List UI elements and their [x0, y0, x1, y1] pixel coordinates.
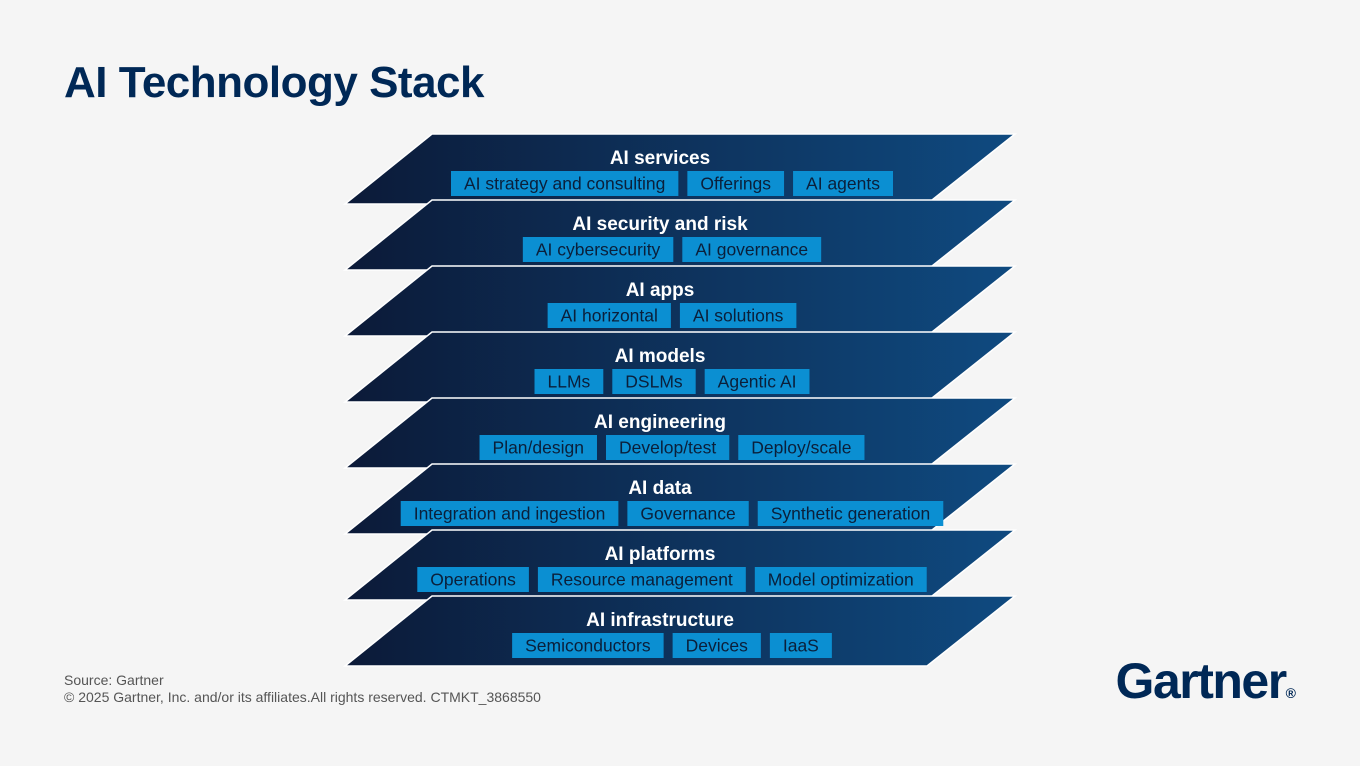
- layer-item-box: [479, 435, 597, 460]
- gartner-logo: Gartner®: [1116, 652, 1296, 710]
- layer-item: AI horizontal: [561, 306, 658, 326]
- layer-title: AI engineering: [594, 412, 726, 433]
- layer-item: AI solutions: [693, 306, 784, 326]
- layer-item: Devices: [686, 636, 748, 656]
- logo-text: Gartner: [1115, 653, 1288, 709]
- page-title: AI Technology Stack: [64, 58, 485, 107]
- layer-ai-services: AI services AI strategy and consulting Off…: [342, 133, 1018, 205]
- layer-title: AI data: [628, 478, 692, 499]
- layer-item-box: [769, 633, 832, 658]
- layer-title: AI services: [610, 148, 710, 169]
- layer-item-box: [793, 171, 894, 196]
- layer-ai-apps: AI apps AI horizontal AI solutions: [342, 265, 1018, 337]
- layer-item-box: [627, 501, 749, 526]
- layer-item-box: [537, 567, 746, 592]
- layer-item: Offerings: [700, 174, 771, 194]
- layer-title: AI models: [615, 346, 706, 367]
- layer-item-box: [534, 369, 604, 394]
- layer-item: Governance: [640, 504, 735, 524]
- footer: Source: Gartner © 2025 Gartner, Inc. and…: [64, 672, 541, 706]
- layer-item: Deploy/scale: [751, 438, 851, 458]
- layer-item: Resource management: [551, 570, 733, 590]
- layer-item: Plan/design: [493, 438, 584, 458]
- layer-item-box: [679, 303, 797, 328]
- layer-item-box: [682, 237, 822, 262]
- layer-item: Integration and ingestion: [414, 504, 606, 524]
- layer-item-box: [547, 303, 671, 328]
- layer-title: AI infrastructure: [586, 610, 734, 631]
- layer-item-box: [450, 171, 679, 196]
- layer-item-box: [522, 237, 674, 262]
- layer-title: AI apps: [626, 280, 695, 301]
- layer-item: Synthetic generation: [771, 504, 931, 524]
- layer-plate: [342, 133, 1018, 205]
- layer-item: Agentic AI: [718, 372, 797, 392]
- layer-item: DSLMs: [625, 372, 683, 392]
- layer-item-box: [738, 435, 865, 460]
- layer-item-box: [417, 567, 529, 592]
- registered-mark: ®: [1285, 685, 1296, 701]
- layer-item: AI strategy and consulting: [464, 174, 665, 194]
- layer-plate: [342, 199, 1018, 271]
- layer-ai-security-and-risk: AI security and risk AI cybersecurity AI g…: [342, 199, 1018, 271]
- layer-item-box: [754, 567, 927, 592]
- layer-item: Operations: [430, 570, 516, 590]
- layer-title: AI platforms: [605, 544, 716, 565]
- layer-item: Semiconductors: [525, 636, 651, 656]
- source-note: Source: Gartner: [64, 672, 164, 688]
- layer-item-box: [612, 369, 696, 394]
- layer-item-box: [512, 633, 664, 658]
- layer-item: AI agents: [806, 174, 880, 194]
- layer-title: AI security and risk: [572, 214, 748, 235]
- layer-item-box: [672, 633, 761, 658]
- layer-item-box: [704, 369, 810, 394]
- layer-item-box: [605, 435, 730, 460]
- layer-item: Model optimization: [768, 570, 914, 590]
- layer-item: IaaS: [783, 636, 819, 656]
- layer-item: AI cybersecurity: [536, 240, 661, 260]
- layer-item: Develop/test: [619, 438, 716, 458]
- layer-item-box: [757, 501, 944, 526]
- layer-item-box: [400, 501, 619, 526]
- layer-item: LLMs: [548, 372, 591, 392]
- layer-item-box: [687, 171, 785, 196]
- layer-item: AI governance: [695, 240, 808, 260]
- copyright-note: © 2025 Gartner, Inc. and/or its affiliat…: [64, 689, 541, 705]
